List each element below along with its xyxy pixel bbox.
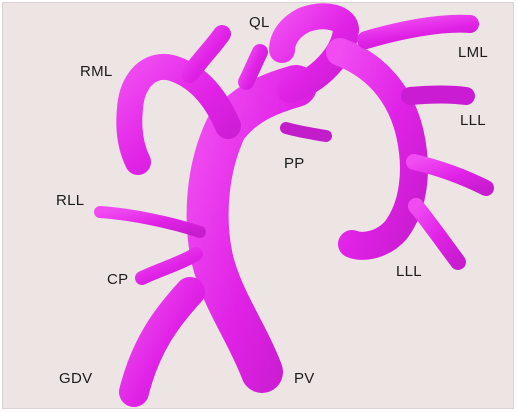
left-descending <box>340 52 414 246</box>
label-pv: PV <box>294 370 315 387</box>
lml-branch <box>366 24 470 40</box>
label-cp: CP <box>107 271 128 288</box>
label-ql: QL <box>249 14 270 31</box>
cp-branch <box>142 254 196 278</box>
label-lml: LML <box>458 44 488 61</box>
label-rml: RML <box>80 63 113 80</box>
pp-branch <box>286 128 326 136</box>
label-lll-lower: LLL <box>396 263 422 280</box>
gdv-branch <box>134 292 190 392</box>
left-sub-branch-2 <box>416 206 458 262</box>
lll-upper-branch <box>410 95 466 97</box>
label-lll-upper: LLL <box>460 112 486 129</box>
rml-branch <box>190 34 222 74</box>
label-rll: RLL <box>56 192 84 209</box>
rll-branch <box>100 212 200 232</box>
label-gdv: GDV <box>59 370 92 387</box>
label-pp: PP <box>284 155 305 172</box>
